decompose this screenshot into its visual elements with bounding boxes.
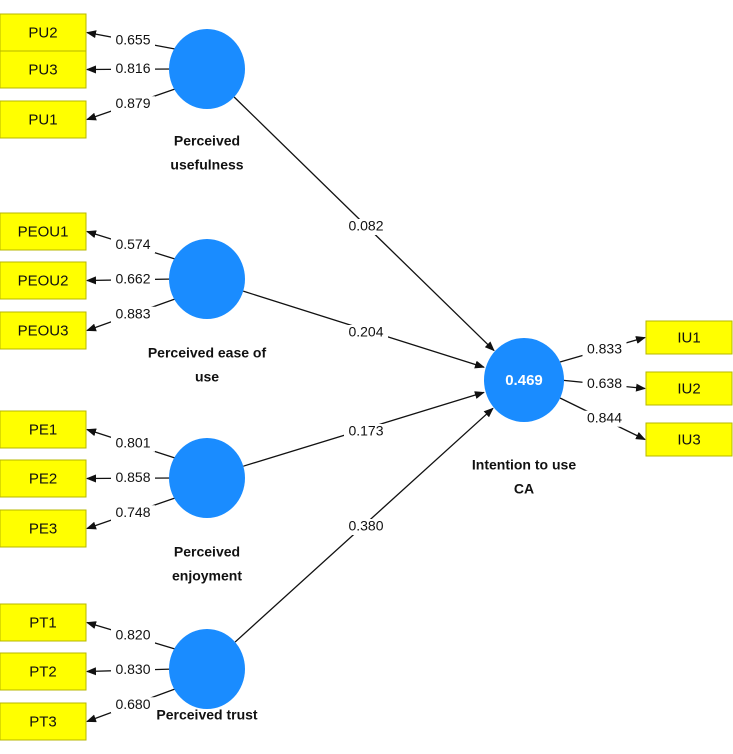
indicator-PEOU2-label: PEOU2 xyxy=(18,272,69,289)
construct-pt-label: Perceived trust xyxy=(156,707,257,723)
construct-iu-circle xyxy=(484,338,564,422)
loading-IU3: 0.844 xyxy=(587,409,622,425)
loading-PT2: 0.830 xyxy=(115,661,150,677)
loading-PEOU2: 0.662 xyxy=(115,270,150,286)
indicator-PT2-label: PT2 xyxy=(29,663,57,680)
indicator-PT2 xyxy=(0,652,87,691)
indicator-IU3-label: IU3 xyxy=(677,431,700,448)
path-coefficient-pu: 0.082 xyxy=(348,218,383,234)
loading-PU3: 0.816 xyxy=(115,60,150,76)
loading-PT1: 0.820 xyxy=(115,626,150,642)
indicator-PU1-label: PU1 xyxy=(28,111,57,128)
indicator-IU1-label: IU1 xyxy=(677,329,700,346)
construct-pu-circle xyxy=(169,29,245,109)
indicator-PE3-label: PE3 xyxy=(29,520,57,537)
indicator-PU3-label: PU3 xyxy=(28,61,57,78)
loading-PE1: 0.801 xyxy=(115,434,150,450)
construct-peou-label: use xyxy=(195,369,219,385)
indicator-PE1-label: PE1 xyxy=(29,421,57,438)
indicator-PEOU3-label: PEOU3 xyxy=(18,322,69,339)
indicator-PU1 xyxy=(0,100,87,139)
path-coefficient-pt: 0.380 xyxy=(348,518,383,534)
indicator-PT3-label: PT3 xyxy=(29,713,57,730)
path-coefficient-peou: 0.204 xyxy=(348,324,383,340)
construct-peou-label: Perceived ease of xyxy=(148,345,267,361)
loading-PT3: 0.680 xyxy=(115,696,150,712)
loading-PE3: 0.748 xyxy=(115,504,150,520)
indicator-IU3 xyxy=(645,422,733,457)
construct-iu-label: CA xyxy=(514,481,534,497)
indicator-IU2 xyxy=(645,371,733,406)
indicator-PE3 xyxy=(0,509,87,548)
construct-pe-label: Perceived xyxy=(174,544,240,560)
construct-pu-label: Perceived xyxy=(174,133,240,149)
construct-pe-circle xyxy=(169,438,245,518)
loading-IU2: 0.638 xyxy=(587,375,622,391)
loading-PU2: 0.655 xyxy=(115,31,150,47)
loading-PE2: 0.858 xyxy=(115,469,150,485)
indicator-PE1 xyxy=(0,410,87,449)
construct-pu-label: usefulness xyxy=(170,157,243,173)
construct-pe-label: enjoyment xyxy=(172,568,242,584)
path-coefficient-pe: 0.173 xyxy=(348,423,383,439)
indicator-PU2-label: PU2 xyxy=(28,24,57,41)
r-squared-value: 0.469 xyxy=(505,372,543,389)
loading-PEOU3: 0.883 xyxy=(115,305,150,321)
construct-iu-label: Intention to use xyxy=(472,457,576,473)
loading-PU1: 0.879 xyxy=(115,95,150,111)
indicator-PU3 xyxy=(0,50,87,89)
indicator-PEOU1 xyxy=(0,212,87,251)
indicator-PEOU1-label: PEOU1 xyxy=(18,223,69,240)
indicator-PT1 xyxy=(0,603,87,642)
construct-peou-circle xyxy=(169,239,245,319)
indicator-PT1-label: PT1 xyxy=(29,614,57,631)
indicator-PEOU3 xyxy=(0,311,87,350)
indicator-PE2-label: PE2 xyxy=(29,470,57,487)
indicator-PEOU2 xyxy=(0,261,87,300)
indicator-IU2-label: IU2 xyxy=(677,380,700,397)
loading-PEOU1: 0.574 xyxy=(115,236,150,252)
loading-IU1: 0.833 xyxy=(587,340,622,356)
indicator-PT3 xyxy=(0,702,87,741)
indicator-IU1 xyxy=(645,320,733,355)
construct-pt-circle xyxy=(169,629,245,709)
indicator-PE2 xyxy=(0,459,87,498)
